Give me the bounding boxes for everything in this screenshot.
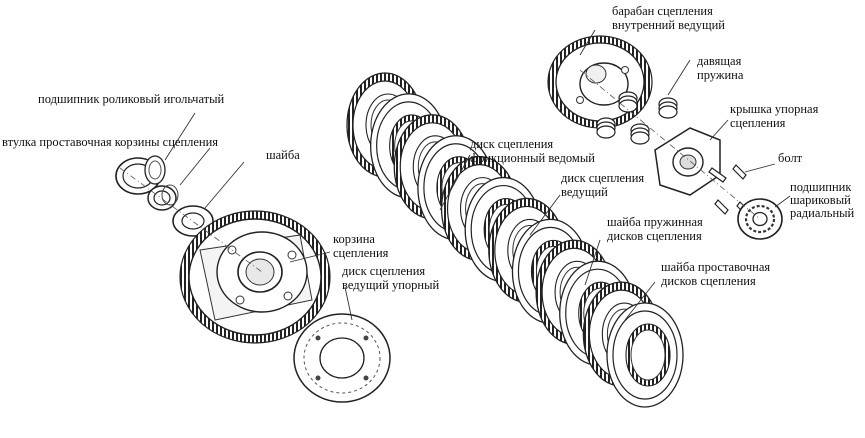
drive-disc-label-line2: ведущий [561, 185, 608, 199]
bushing-label: втулка проставочная корзины сцепления [2, 135, 219, 149]
drum-label-line1: барабан сцепления [612, 4, 713, 18]
leader-lines [164, 29, 791, 321]
thrust-disc-label-line2: ведущий упорный [342, 278, 440, 292]
ball-bearing-label-line1: подшипник [790, 180, 852, 194]
clutch-disc-stack [346, 72, 684, 408]
axis-lines [119, 69, 761, 273]
pressure-spring-label-line2: пружина [697, 68, 744, 82]
washer-label: шайба [266, 148, 300, 162]
cover-label-line2: сцепления [730, 116, 786, 130]
ball-bearing-label-line3: радиальный [790, 206, 855, 220]
clutch-basket-part [179, 210, 331, 344]
pressure-springs-part [596, 91, 678, 145]
drive-disc-label-line1: диск сцепления [561, 171, 645, 185]
needle-bearing-part [115, 155, 166, 195]
thrust-disc-part [293, 313, 391, 403]
spring-washer-label-line2: дисков сцепления [607, 229, 702, 243]
friction-disc-label-line2: фрикционный ведомый [470, 151, 595, 165]
spacer-washer-label-line2: дисков сцепления [661, 274, 756, 288]
drum-label-line2: внутренний ведущий [612, 18, 725, 32]
basket-label-line2: сцепления [333, 246, 389, 260]
spacer-washer-label-line1: шайба проставочная [661, 260, 771, 274]
ball-bearing-part [737, 198, 783, 240]
pressure-spring-label-line1: давящая [697, 54, 742, 68]
clutch-drum-part [547, 35, 653, 129]
ball-bearing-label-line2: шариковый [790, 193, 851, 207]
clutch-disc [606, 302, 684, 408]
cover-label-line1: крышка упорная [730, 102, 819, 116]
thrust-disc-label-line1: диск сцепления [342, 264, 426, 278]
spacer-bushing-part [147, 184, 179, 211]
spring-washer-label-line1: шайба пружинная [607, 215, 703, 229]
pressure-cover-part [654, 127, 721, 196]
needle-bearing-label: подшипник роликовый игольчатый [38, 92, 225, 106]
basket-label-line1: корзина [333, 232, 375, 246]
bolt-label: болт [778, 151, 803, 165]
bolts-part [708, 164, 751, 217]
friction-disc-label-line1: диск сцепления [470, 137, 554, 151]
